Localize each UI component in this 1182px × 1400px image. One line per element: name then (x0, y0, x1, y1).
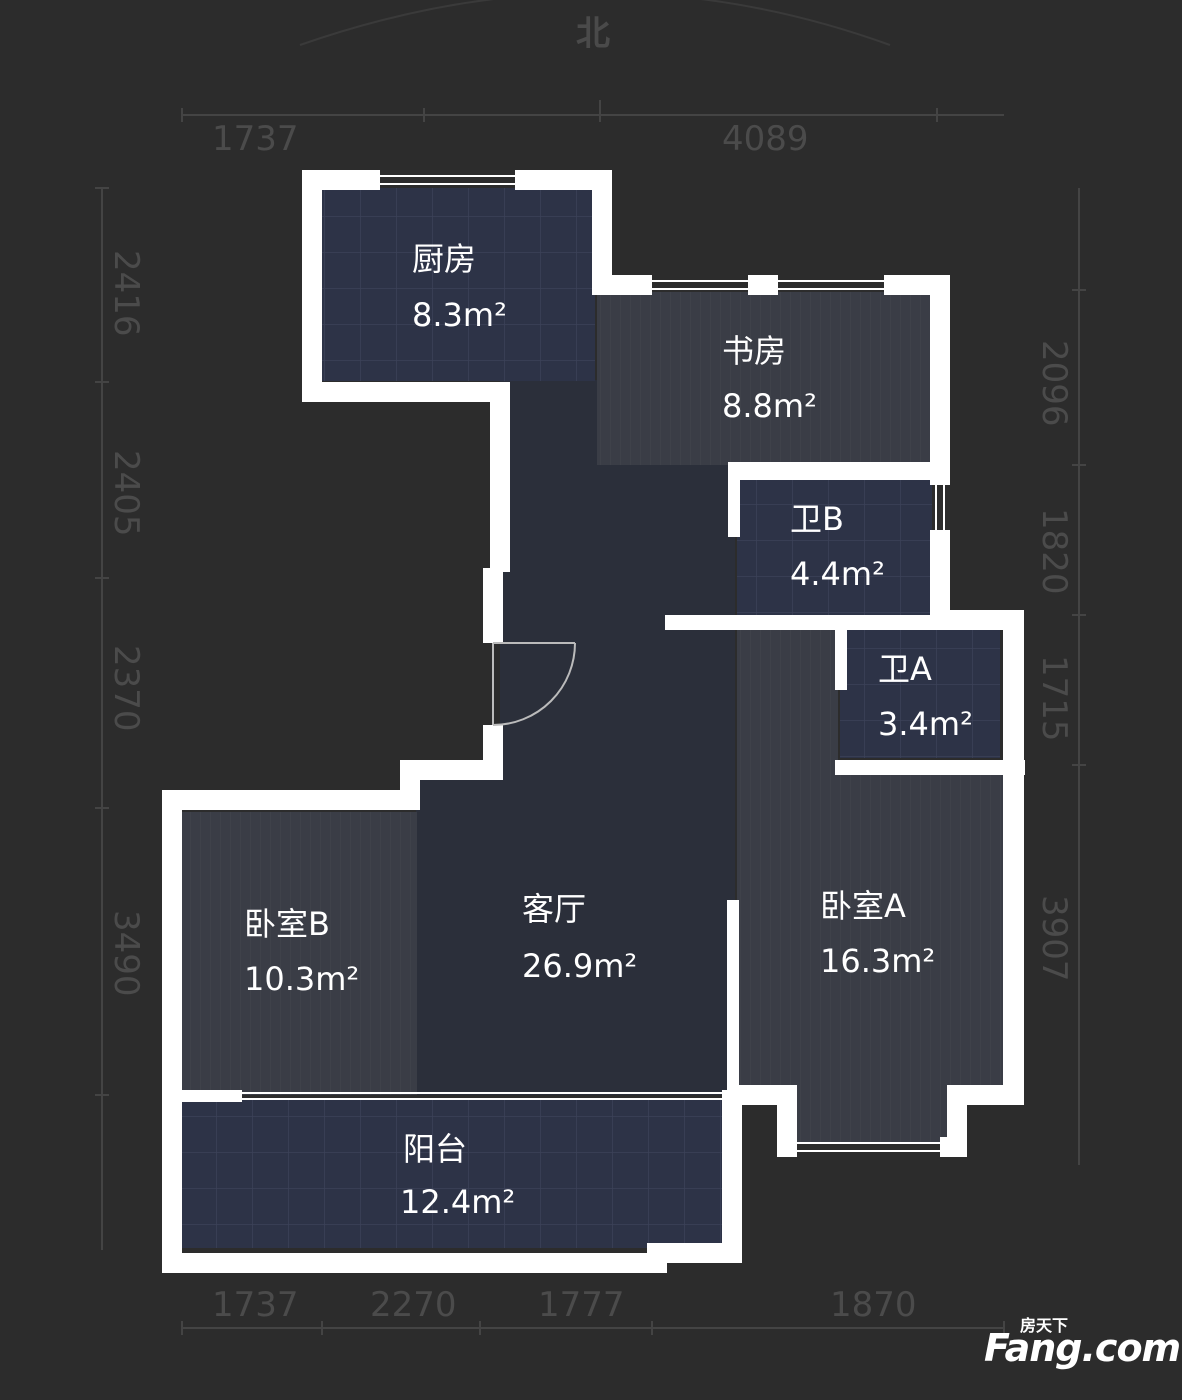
dim-top-2: 4089 (722, 119, 809, 159)
dim-bottom-2: 2270 (370, 1285, 457, 1325)
dim-top-1: 1737 (212, 119, 299, 159)
logo-small-text: 房天下 (1020, 1316, 1069, 1335)
bedroom-a-name: 卧室A (820, 887, 906, 925)
bath-b-name: 卫B (790, 500, 844, 538)
balcony-name: 阳台 (403, 1130, 467, 1168)
dim-right-3: 1715 (1034, 655, 1074, 742)
dim-left-1: 2416 (106, 250, 146, 337)
dim-left-4: 3490 (106, 910, 146, 997)
balcony-area: 12.4m² (400, 1183, 515, 1221)
study-name: 书房 (722, 332, 786, 370)
bath-a-area: 3.4m² (878, 705, 973, 743)
kitchen-area: 8.3m² (412, 296, 507, 334)
bedroom-b-floor (182, 812, 417, 1095)
dim-right-4: 3907 (1034, 895, 1074, 982)
dim-bottom-1: 1737 (212, 1285, 299, 1325)
living-room-floor (416, 380, 735, 1095)
bath-b-floor (737, 478, 932, 615)
bedroom-a-area: 16.3m² (820, 942, 935, 980)
entrance-door (492, 642, 576, 726)
bath-a-floor (840, 630, 1000, 758)
bedroom-b-area: 10.3m² (244, 960, 359, 998)
bath-b-area: 4.4m² (790, 555, 885, 593)
windows (242, 175, 1003, 1152)
balcony-floor (182, 1100, 722, 1248)
dim-left-3: 2370 (106, 645, 146, 732)
dim-left-2: 2405 (106, 450, 146, 537)
compass-north-label: 北 (576, 14, 610, 54)
study-floor (597, 292, 932, 465)
kitchen-floor (320, 188, 595, 381)
kitchen-name: 厨房 (412, 240, 476, 278)
compass-arc (299, 0, 891, 46)
study-area: 8.8m² (722, 387, 817, 425)
dim-bottom-4: 1870 (830, 1285, 917, 1325)
bedroom-a-floor (737, 630, 1003, 1143)
logo-brand-text: Fang.com (984, 1326, 1181, 1370)
living-room-name: 客厅 (522, 890, 586, 928)
living-room-area: 26.9m² (522, 947, 637, 985)
bedroom-b-name: 卧室B (244, 905, 330, 943)
dim-right-1: 2096 (1034, 340, 1074, 427)
dim-bottom-3: 1777 (538, 1285, 625, 1325)
dim-right-2: 1820 (1034, 508, 1074, 595)
dimension-lines (95, 100, 1086, 1335)
fang-logo: 房天下 Fang.com (984, 1312, 1181, 1378)
walls (162, 170, 1025, 1273)
bath-a-name: 卫A (878, 650, 932, 688)
